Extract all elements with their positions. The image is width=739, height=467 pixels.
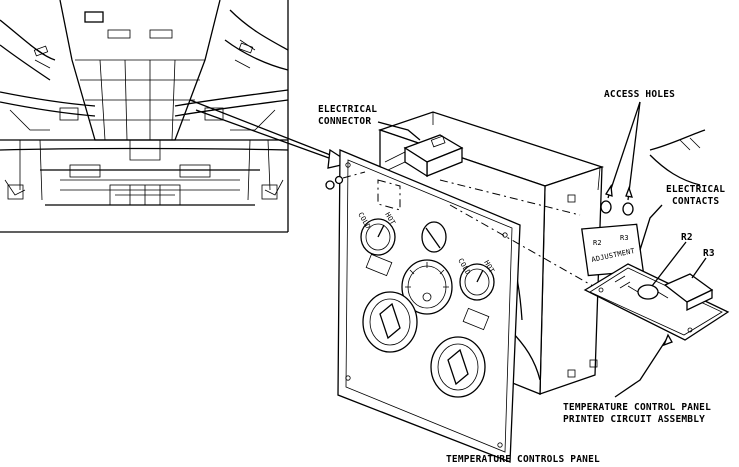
label-access-holes: ACCESS HOLES bbox=[604, 89, 675, 100]
label-electrical-contacts-2: CONTACTS bbox=[672, 196, 719, 207]
front-panel bbox=[337, 149, 521, 463]
cockpit-inset bbox=[0, 0, 289, 233]
pcb-assembly bbox=[583, 263, 730, 341]
callout-labels: ELECTRICAL CONNECTOR ACCESS HOLES ELECTR… bbox=[318, 89, 725, 465]
electrical-connector bbox=[325, 134, 464, 211]
label-r2: R2 bbox=[681, 232, 693, 243]
label-electrical-contacts-1: ELECTRICAL bbox=[666, 184, 725, 195]
label-pcb-1: TEMPERATURE CONTROL PANEL bbox=[563, 402, 711, 413]
label-r3: R3 bbox=[703, 248, 715, 259]
marking-box-r3: R3 bbox=[620, 234, 629, 242]
leader-lines bbox=[377, 101, 707, 398]
figure-caption: TEMPERATURE CONTROLS PANEL bbox=[446, 454, 600, 465]
label-electrical-connector-2: CONNECTOR bbox=[318, 116, 371, 127]
label-electrical-connector-1: ELECTRICAL bbox=[318, 104, 377, 115]
marking-box-r2: R2 bbox=[593, 239, 602, 247]
label-pcb-2: PRINTED CIRCUIT ASSEMBLY bbox=[563, 414, 705, 425]
